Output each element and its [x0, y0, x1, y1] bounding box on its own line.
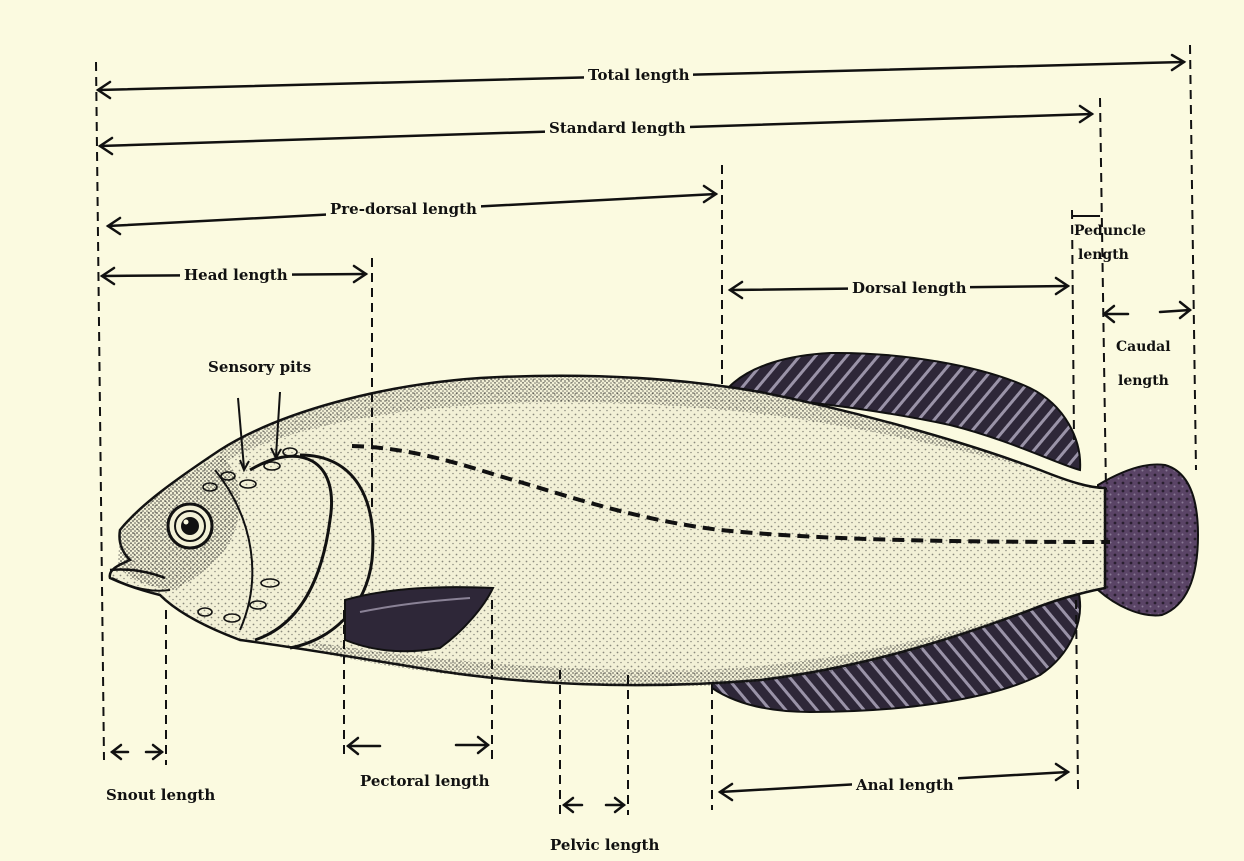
caudal-length-label-line1: Caudal — [1116, 338, 1171, 356]
caudal-fin — [1098, 464, 1198, 615]
eye-highlight — [184, 520, 189, 525]
pelvic-length-label: Pelvic length — [550, 836, 659, 854]
caudal-length-label-line2: length — [1118, 372, 1169, 390]
total-length-label: Total length — [584, 66, 693, 84]
dorsal-length-label: Dorsal length — [848, 279, 970, 297]
eye-pupil — [181, 517, 199, 535]
standard-length-label: Standard length — [545, 119, 690, 137]
ref-line-total-end — [1190, 45, 1196, 470]
anal-length-label: Anal length — [852, 776, 958, 794]
head-length-label: Head length — [180, 266, 292, 284]
pre-dorsal-length-label: Pre-dorsal length — [326, 200, 481, 218]
pectoral-length-arrow — [348, 737, 488, 754]
pelvic-length-arrow — [564, 798, 624, 812]
fish-illustration — [110, 353, 1198, 712]
snout-length-label: Snout length — [106, 786, 215, 804]
caudal-length-arrow — [1104, 302, 1190, 322]
peduncle-length-label-line1: Peduncle — [1074, 222, 1146, 240]
sensory-pits-label: Sensory pits — [208, 358, 311, 376]
ref-line-dorsal-end — [1072, 210, 1074, 440]
ref-line-standard-end — [1100, 98, 1106, 490]
snout-length-arrow — [112, 745, 162, 759]
ref-line-snout-tip — [96, 62, 104, 760]
peduncle-length-label-line2: length — [1078, 246, 1129, 264]
pectoral-length-label: Pectoral length — [360, 772, 490, 790]
